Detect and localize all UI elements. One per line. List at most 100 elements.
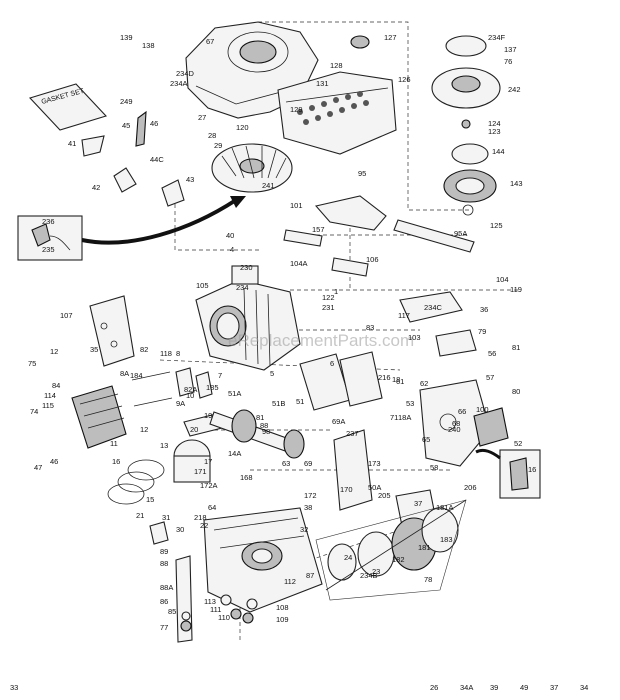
callout-label: 205 xyxy=(378,491,391,500)
callout-label: 19 xyxy=(204,411,212,420)
callout-label: 40 xyxy=(226,231,234,240)
callout-label: 42 xyxy=(92,183,100,192)
callout-label: 45 xyxy=(122,121,130,130)
gasket-set-card: GASKET SET xyxy=(28,83,108,131)
callout-label: 37 xyxy=(414,499,422,508)
callout-label: 107 xyxy=(60,311,73,320)
callout-label: 21 xyxy=(136,511,144,520)
callout-label: 79 xyxy=(478,327,486,336)
oil-sump-base xyxy=(203,507,323,613)
callout-label: 64 xyxy=(208,503,216,512)
governor-and-breather xyxy=(283,195,475,277)
callout-label: 26 xyxy=(430,683,438,692)
mounting-bracket xyxy=(89,295,135,367)
callout-label: 16 xyxy=(528,465,536,474)
callout-label: 129 xyxy=(290,105,303,114)
callout-label: 29 xyxy=(214,141,222,150)
callout-label: 98 xyxy=(262,427,270,436)
dipstick-and-drain-parts xyxy=(149,521,193,643)
callout-label: 234A xyxy=(170,79,188,88)
callout-label: 137 xyxy=(504,45,517,54)
callout-label: 52 xyxy=(514,439,522,448)
callout-label: 125 xyxy=(490,221,503,230)
air-filter-assembly xyxy=(315,499,467,601)
callout-label: 122 xyxy=(322,293,335,302)
callout-label: 117 xyxy=(398,311,410,320)
callout-label: 44C xyxy=(150,155,164,164)
callout-label: 172 xyxy=(304,491,317,500)
callout-label: 30 xyxy=(176,525,184,534)
callout-label: 57 xyxy=(486,373,494,382)
callout-label: 13 xyxy=(160,441,168,450)
callout-label: 9A xyxy=(176,399,185,408)
callout-label: 65 xyxy=(422,435,430,444)
callout-label: 47 xyxy=(34,463,42,472)
callout-label: 236 xyxy=(42,217,55,226)
callout-label: 18 xyxy=(392,375,400,384)
callout-label: 86 xyxy=(160,597,168,606)
callout-label: 49 xyxy=(520,683,528,692)
callout-label: 112 xyxy=(284,577,296,586)
callout-label: 36 xyxy=(480,305,488,314)
callout-label: 43 xyxy=(186,175,194,184)
rewind-starter xyxy=(431,35,501,216)
flywheel xyxy=(211,143,293,193)
callout-label: 89 xyxy=(160,547,168,556)
cylinder-head xyxy=(71,385,127,449)
callout-label: 120 xyxy=(236,123,249,132)
callout-label: 76 xyxy=(504,57,512,66)
callout-label: 218 xyxy=(194,513,207,522)
callout-label: 128 xyxy=(330,61,343,70)
callout-label: 240 xyxy=(448,425,461,434)
callout-label: 88 xyxy=(260,421,268,430)
callout-label: 111 xyxy=(210,605,221,614)
callout-label: 234F xyxy=(488,33,506,42)
callout-label: 123 xyxy=(488,127,501,136)
callout-label: 131 xyxy=(316,79,329,88)
callout-label: 23 xyxy=(372,567,380,576)
callout-label: 108 xyxy=(276,603,289,612)
callout-label: 14A xyxy=(228,449,241,458)
callout-label: 7 xyxy=(218,371,222,380)
callout-label: 143 xyxy=(510,179,523,188)
callout-label: 50A xyxy=(368,483,381,492)
callout-label: 58 xyxy=(430,463,438,472)
callout-label: 6 xyxy=(330,359,334,368)
callout-label: 28 xyxy=(208,131,216,140)
callout-label: 69A xyxy=(332,417,345,426)
callout-label: 234C xyxy=(424,303,443,312)
callout-label: 84 xyxy=(52,381,60,390)
crankshaft xyxy=(209,409,305,459)
callout-label: 80 xyxy=(512,387,520,396)
callout-label: 103 xyxy=(408,333,421,342)
callout-label: 27 xyxy=(198,113,206,122)
callout-label: 104 xyxy=(496,275,509,284)
camshaft xyxy=(299,351,383,411)
callout-label: 88A xyxy=(160,583,173,592)
callout-label: 71 xyxy=(390,413,398,422)
callout-label: 185 xyxy=(206,383,219,392)
callout-label: 114 xyxy=(44,391,56,400)
callout-label: 15 xyxy=(146,495,154,504)
callout-label: 168 xyxy=(240,473,253,482)
callout-label: 183 xyxy=(440,535,453,544)
callout-label: 4 xyxy=(230,245,234,254)
callout-label: 20 xyxy=(190,425,198,434)
callout-label: 206 xyxy=(464,483,477,492)
callout-label: 83 xyxy=(366,323,374,332)
callout-label: 16 xyxy=(112,457,120,466)
callout-label: 5 xyxy=(270,369,274,378)
callout-label: 115 xyxy=(42,401,54,410)
callout-label: 31 xyxy=(162,513,170,522)
callout-label: 234B xyxy=(360,571,378,580)
callout-label: 138 xyxy=(142,41,155,50)
callout-label: 61 xyxy=(396,377,404,386)
callout-label: 32 xyxy=(300,525,308,534)
callout-label: 68 xyxy=(452,419,460,428)
callout-label: 182 xyxy=(392,555,405,564)
callout-label: 11 xyxy=(110,439,118,448)
callout-label: 241 xyxy=(262,181,275,190)
callout-label: 119 xyxy=(510,285,522,294)
callout-label: 22 xyxy=(200,521,208,530)
